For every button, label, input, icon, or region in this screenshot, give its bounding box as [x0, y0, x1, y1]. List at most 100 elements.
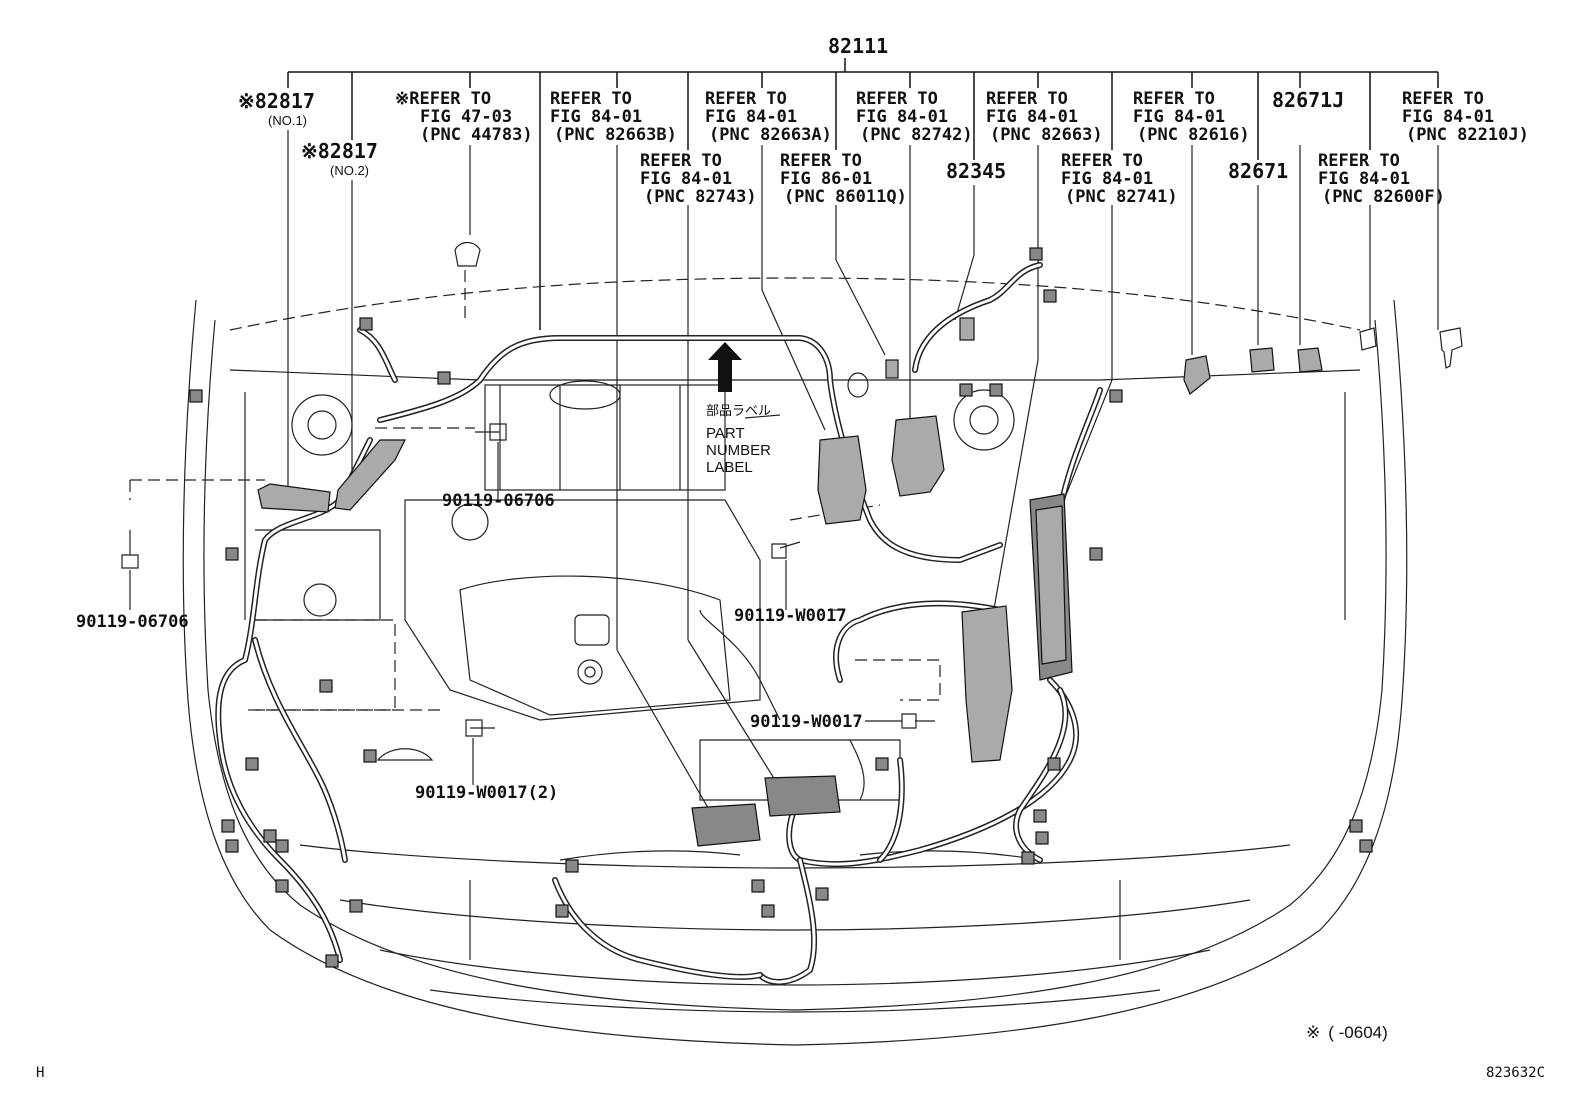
relay-block-82742-icon — [891, 415, 945, 497]
label-line2: NUMBER — [706, 442, 771, 459]
ref-mark: ※ — [395, 89, 409, 109]
refer-86011Q: REFER TO FIG 86-01 (PNC 86011Q) — [780, 151, 907, 207]
refer-line2: FIG 84-01 — [1061, 169, 1153, 189]
refer-line3: (PNC 82616) — [1137, 125, 1250, 145]
part-number: 82817 — [318, 139, 378, 163]
bolt-icon — [465, 719, 495, 737]
refer-line1: REFER TO — [1061, 151, 1143, 171]
refer-82743: REFER TO FIG 84-01 (PNC 82743) — [640, 151, 757, 207]
top-part-number: 82111 — [828, 34, 888, 58]
bolt-b3-group: 90119-W0017 — [734, 541, 847, 626]
relay-block-82663A-icon — [817, 435, 867, 525]
refer-line3: (PNC 82743) — [644, 187, 757, 207]
bolt-icon — [901, 713, 935, 729]
callout-82671: 82671 — [1228, 159, 1288, 183]
refer-82742: REFER TO FIG 84-01 (PNC 82742) — [856, 89, 973, 145]
bolt-b1-group: 90119-06706 — [442, 423, 555, 511]
bolt-icon — [771, 541, 801, 559]
top-part-bracket: 82111 — [287, 34, 1439, 330]
refer-82600F: REFER TO FIG 84-01 (PNC 82600F) — [1318, 151, 1445, 207]
refer-82663: REFER TO FIG 84-01 (PNC 82663) — [986, 89, 1103, 145]
bolt-number: 90119-06706 — [442, 491, 555, 511]
corner-code: H — [36, 1065, 44, 1081]
refer-line2: FIG 84-01 — [1318, 169, 1410, 189]
callout-82345: 82345 — [946, 159, 1006, 183]
callout-82671J: 82671J — [1272, 88, 1344, 112]
bolt-number: 90119-W0017(2) — [415, 783, 558, 803]
bolt-b2-group: 90119-06706 — [76, 530, 189, 632]
refer-line1: REFER TO — [780, 151, 862, 171]
refer-line1: REFER TO — [856, 89, 938, 109]
bolt-number: 90119-06706 — [76, 612, 189, 632]
wire-harness — [215, 262, 1103, 985]
refer-line3: (PNC 82742) — [860, 125, 973, 145]
relay-82616-icon — [1183, 355, 1211, 395]
bolt-number: 90119-W0017 — [750, 712, 863, 732]
fuse-82600F-icon — [1359, 327, 1377, 351]
refer-line3: (PNC 82741) — [1065, 187, 1178, 207]
up-arrow-icon — [708, 342, 742, 392]
bolt-icon — [475, 423, 507, 441]
refer-line3: (PNC 44783) — [420, 125, 533, 145]
clip-44783-icon — [454, 241, 481, 267]
refer-82663A: REFER TO FIG 84-01 (PNC 82663A) — [705, 89, 832, 145]
refer-line1: REFER TO — [1318, 151, 1400, 171]
refer-44783: ※REFER TO FIG 47-03 (PNC 44783) — [395, 89, 533, 145]
refer-line3: (PNC 82210J) — [1406, 125, 1529, 145]
refer-line2: FIG 84-01 — [1133, 107, 1225, 127]
refer-line3: (PNC 82663) — [990, 125, 1103, 145]
refer-line3: (PNC 86011Q) — [784, 187, 907, 207]
relay-82671-icon — [1249, 347, 1275, 373]
refer-line2: FIG 84-01 — [550, 107, 642, 127]
refer-line2: FIG 84-01 — [705, 107, 797, 127]
bracket-82817-no1-icon — [257, 483, 331, 513]
refer-line1: REFER TO — [1402, 89, 1484, 109]
bolt-icon — [121, 530, 139, 569]
refer-line2: FIG 84-01 — [986, 107, 1078, 127]
callout-82817-no1: ※82817 (NO.1) — [238, 89, 315, 128]
bolt-b4-group: 90119-W0017 — [750, 712, 935, 732]
refer-82741: REFER TO FIG 84-01 (PNC 82741) — [1061, 151, 1178, 207]
refer-line2: FIG 84-01 — [1402, 107, 1494, 127]
bracket-82817-no2-icon — [334, 439, 406, 511]
refer-line3: (PNC 82663A) — [709, 125, 832, 145]
refer-82616: REFER TO FIG 84-01 (PNC 82616) — [1133, 89, 1250, 145]
refer-line1: REFER TO — [986, 89, 1068, 109]
ref-mark: ※ — [1306, 1023, 1320, 1042]
connector-82345-icon — [959, 317, 975, 341]
refer-line1: REFER TO — [705, 89, 787, 109]
bolt-number: 90119-W0017 — [734, 606, 847, 626]
relay-block-82663-icon — [961, 605, 1013, 763]
components — [189, 241, 1463, 968]
footnote-text: ( -0604) — [1328, 1023, 1388, 1042]
footnote: ※ ( -0604) — [1306, 1023, 1388, 1042]
svg-text:※82817: ※82817 — [301, 139, 378, 163]
fuse-box-cover-icon — [1035, 505, 1067, 665]
relay-82671J-icon — [1297, 347, 1323, 373]
bolt-b5-group: 90119-W0017(2) — [415, 719, 558, 803]
svg-text:※82817: ※82817 — [238, 89, 315, 113]
refer-82210J: REFER TO FIG 84-01 (PNC 82210J) — [1402, 89, 1529, 145]
refer-line3: (PNC 82663B) — [554, 125, 677, 145]
label-line3: LABEL — [706, 459, 753, 476]
fuse-82210J-icon — [1439, 327, 1463, 369]
illustration-id: 823632C — [1486, 1065, 1545, 1081]
refer-line1: REFER TO — [1133, 89, 1215, 109]
relay-block-82743-icon — [764, 775, 841, 817]
refer-line2: FIG 84-01 — [856, 107, 948, 127]
refer-line1: REFER TO — [640, 151, 722, 171]
refer-line2: FIG 84-01 — [640, 169, 732, 189]
refer-line2: FIG 86-01 — [780, 169, 872, 189]
label-line1: PART — [706, 425, 745, 442]
refer-line1: REFER TO — [409, 89, 491, 109]
svg-text:※REFER TO: ※REFER TO — [395, 89, 491, 109]
part-sub-label: (NO.1) — [268, 113, 307, 128]
part-number: 82817 — [255, 89, 315, 113]
refer-line3: (PNC 82600F) — [1322, 187, 1445, 207]
part-sub-label: (NO.2) — [330, 163, 369, 178]
callout-82817-no2: ※82817 (NO.2) — [301, 139, 378, 178]
ref-mark: ※ — [301, 139, 318, 163]
label-jp: 部品ラベル — [706, 403, 771, 418]
ref-mark: ※ — [238, 89, 255, 113]
